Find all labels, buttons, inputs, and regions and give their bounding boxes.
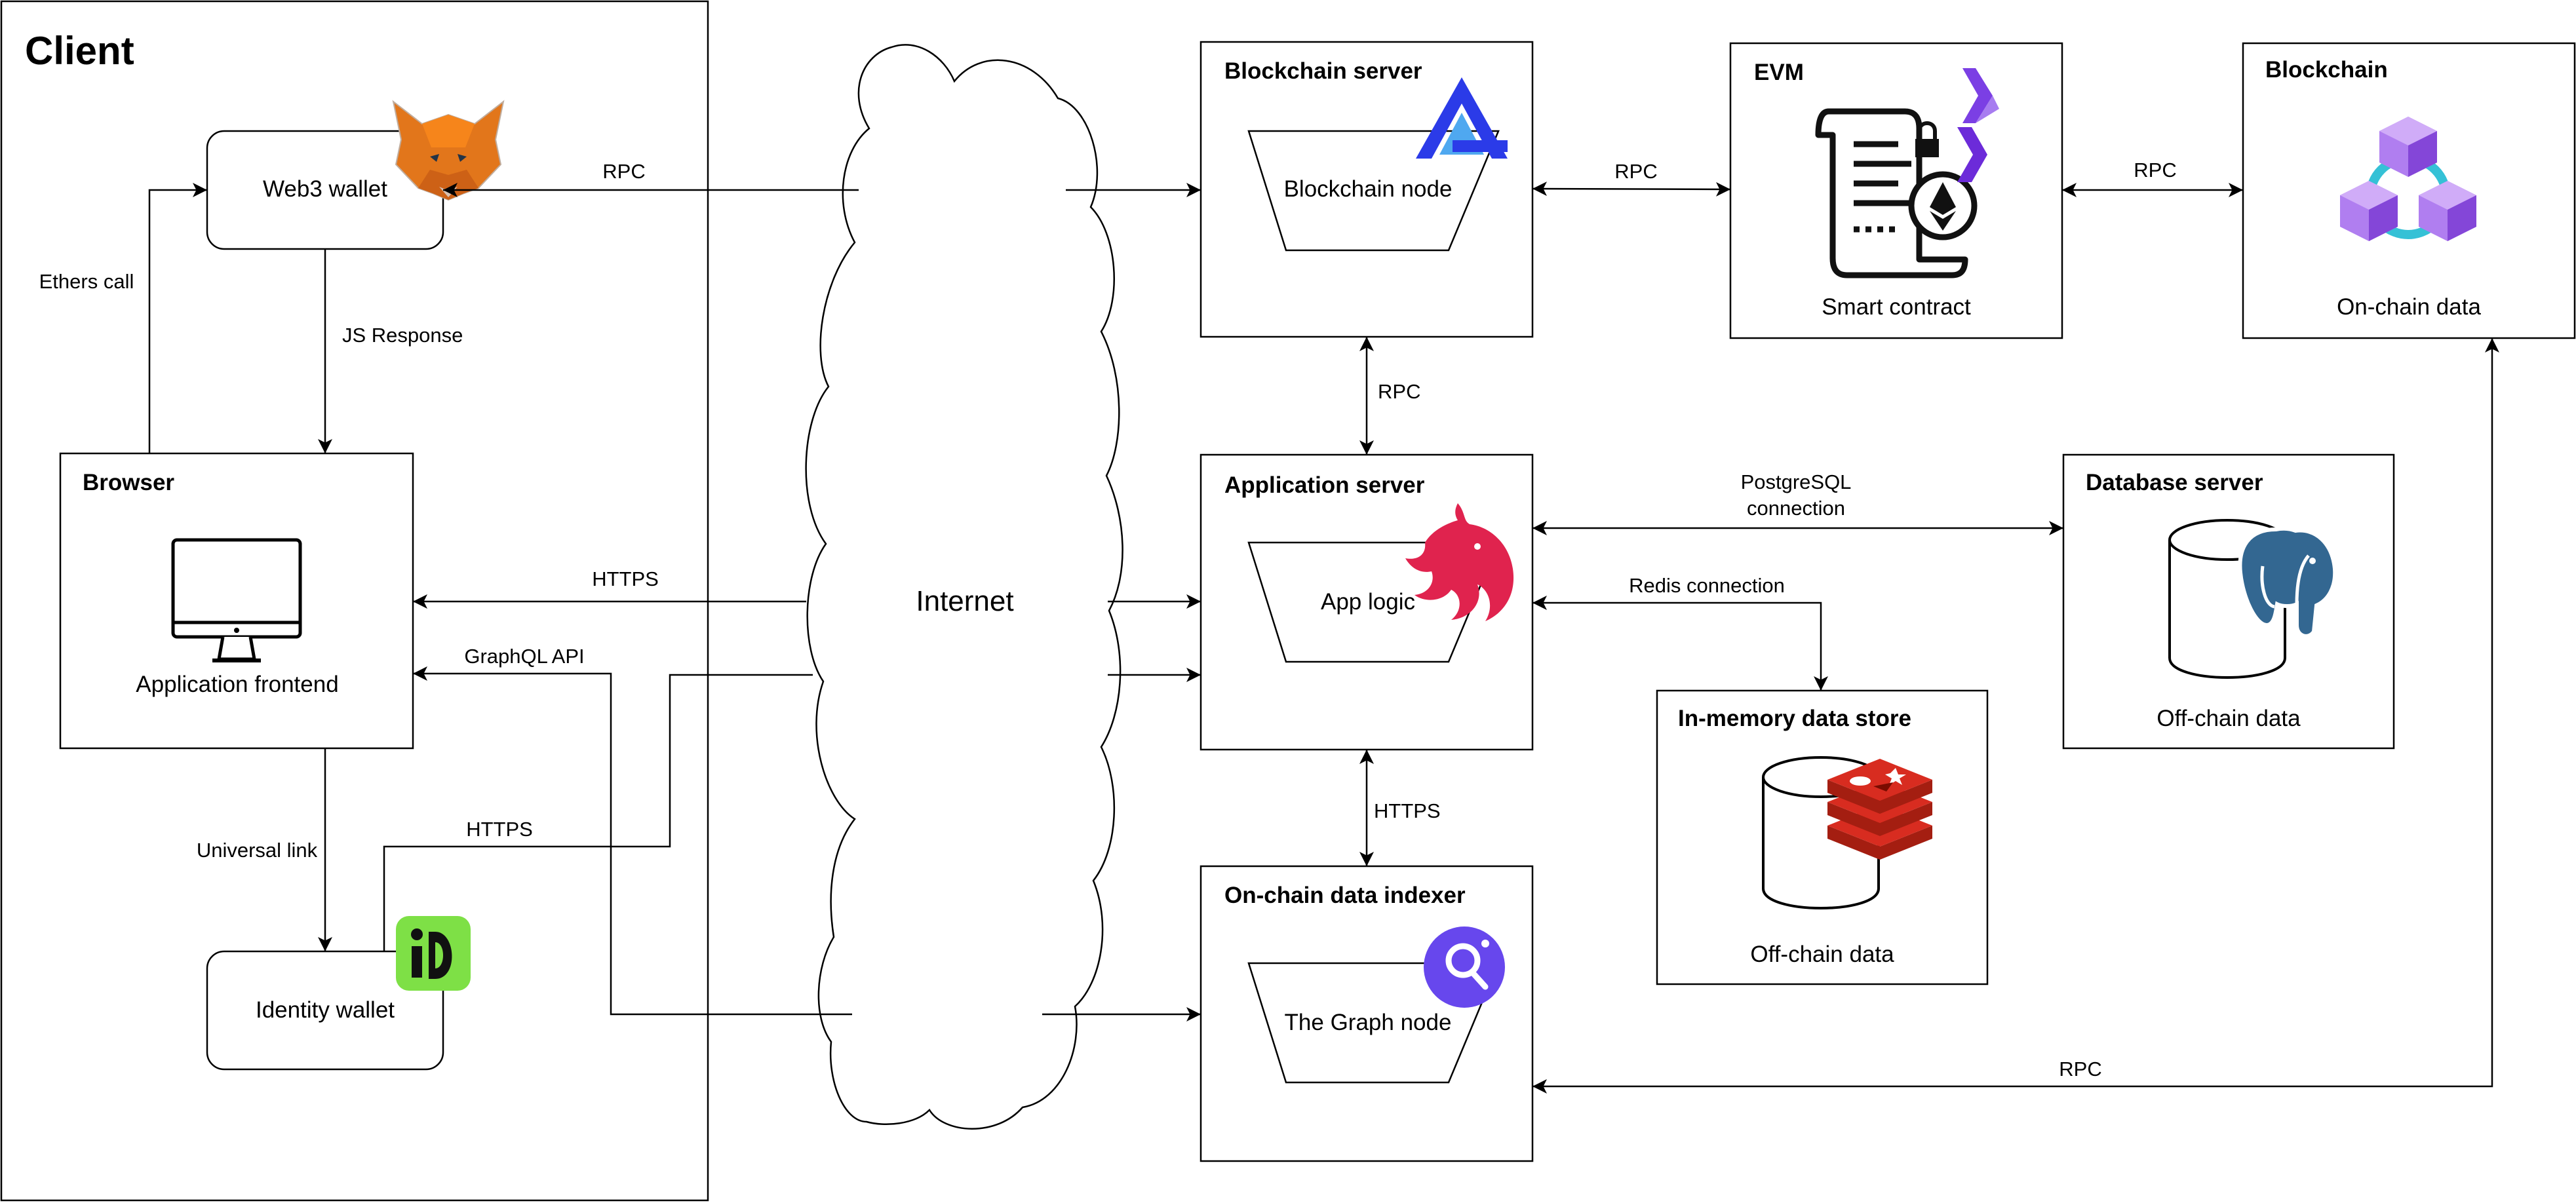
metamask-fox-icon (392, 100, 505, 201)
blockchain-node[interactable] (2242, 42, 2576, 339)
edge-graphql-api (413, 666, 852, 1016)
browser-label: Application frontend (136, 672, 338, 697)
edge-ethers-call (148, 183, 207, 453)
identity-wallet-label: Identity wallet (256, 997, 395, 1023)
evm-title: EVM (1754, 60, 1804, 85)
edge-redis (1532, 596, 1828, 691)
linked-cubes-icon (2340, 117, 2476, 241)
polygon-chevrons-icon (1945, 68, 1999, 182)
app-logic-label: App logic (1321, 589, 1415, 615)
blockchain-node-label: Blockchain node (1284, 176, 1453, 202)
edge-postgres-label-1: PostgreSQL (1741, 470, 1852, 493)
blockchain-server-title: Blockchain server (1224, 58, 1422, 84)
edge-evm-chain-rpc-label: RPC (2134, 159, 2176, 181)
edge-identity-https-label: HTTPS (466, 818, 533, 841)
desktop-monitor-icon (171, 538, 302, 662)
evm-label: Smart contract (1822, 294, 1971, 320)
the-graph-logo-icon (1424, 926, 1505, 1008)
edge-ethers-call-label: Ethers call (39, 270, 134, 293)
blockchain-title: Blockchain (2265, 57, 2388, 83)
edge-indexer-chain-rpc (1532, 338, 2499, 1094)
internet-cloud (805, 44, 1123, 1130)
identity-id-icon (396, 916, 471, 991)
client-title: Client (25, 29, 134, 73)
database-server-title: Database server (2086, 470, 2263, 495)
edge-redis-label: Redis connection (1629, 574, 1785, 597)
edge-graphql-api-label: GraphQL API (464, 645, 584, 668)
indexer-title: On-chain data indexer (1224, 883, 1466, 908)
edge-postgres-label-2: connection (1747, 497, 1845, 520)
edge-js-response-label: JS Response (342, 324, 463, 347)
edge-node-app-rpc-label: RPC (1378, 380, 1420, 403)
edge-universal-link-label: Universal link (197, 839, 318, 862)
triangle-logo-icon (1416, 77, 1508, 159)
blockchain-node-shape (1247, 130, 1500, 252)
edge-indexer-chain-rpc-label: RPC (2059, 1058, 2101, 1080)
application-server-title: Application server (1224, 472, 1425, 498)
database-server-label: Off-chain data (2156, 706, 2301, 731)
redis-cubes-icon (1827, 759, 1932, 860)
graph-node-label: The Graph node (1285, 1010, 1452, 1035)
blockchain-label: On-chain data (2337, 294, 2481, 320)
edge-node-evm-rpc-label: RPC (1614, 160, 1657, 183)
edge-web3-rpc-label: RPC (602, 160, 645, 183)
in-memory-store-title: In-memory data store (1678, 706, 1911, 731)
edge-identity-https (383, 674, 813, 951)
in-memory-store-label: Off-chain data (1750, 942, 1894, 967)
smart-contract-scroll-icon (1815, 108, 1978, 278)
nestjs-cat-icon (1405, 503, 1514, 621)
edge-browser-https-label: HTTPS (592, 567, 659, 590)
browser-title: Browser (83, 470, 174, 495)
edge-app-indexer-https-label: HTTPS (1374, 799, 1441, 822)
internet-label: Internet (916, 585, 1013, 617)
web3-wallet-label: Web3 wallet (263, 176, 387, 202)
